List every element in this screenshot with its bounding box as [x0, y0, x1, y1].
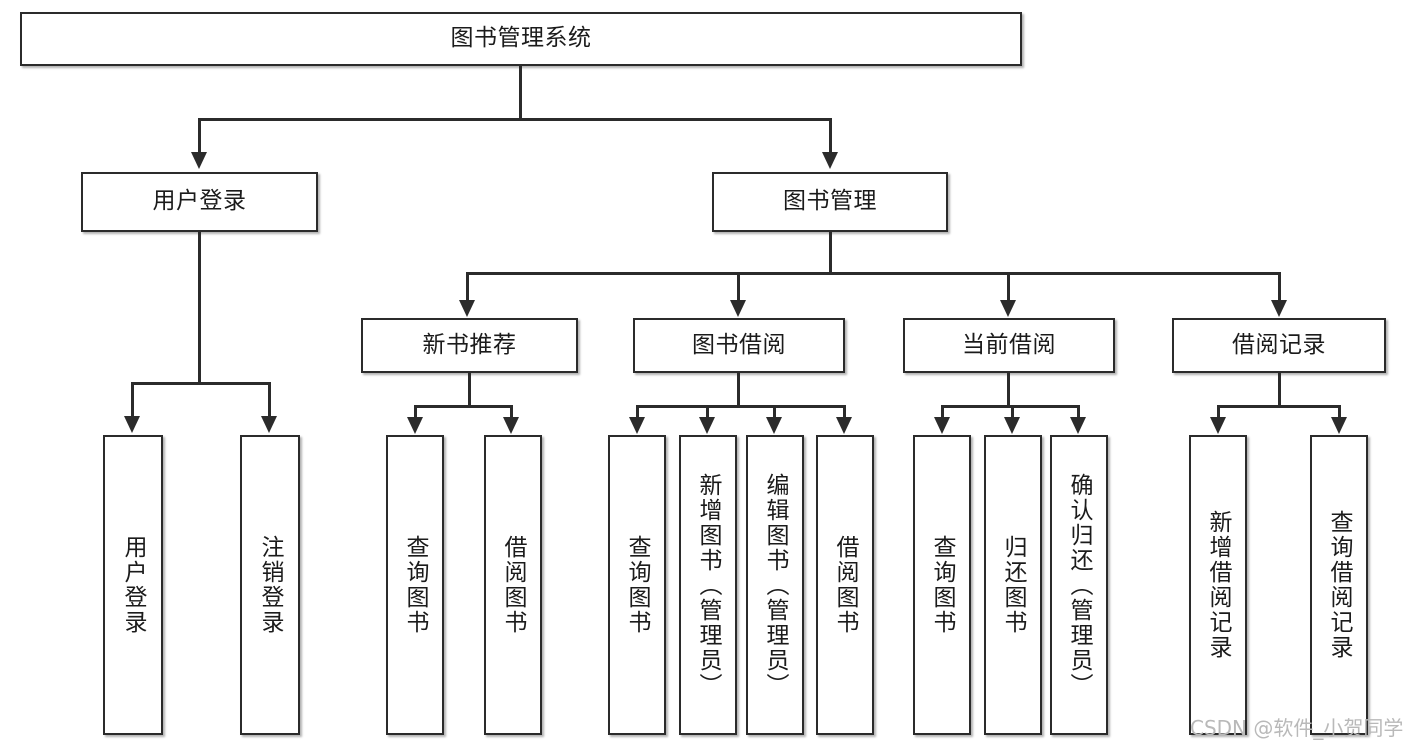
edge-nbr-bus — [414, 405, 513, 408]
node-label: 确认归还（管理员） — [1066, 472, 1093, 698]
csdn-watermark: CSDN @软件_小贺同学 — [1190, 716, 1404, 740]
arrow-nbr-to-borrow-book — [503, 417, 519, 434]
edge-bm-drop-3 — [1007, 272, 1010, 302]
node-label: 图书借阅 — [692, 331, 786, 358]
node-leaf-query-borrow-record[interactable]: 查询借阅记录 — [1310, 435, 1368, 735]
node-label: 当前借阅 — [962, 331, 1056, 358]
node-label: 新增借阅记录 — [1205, 510, 1232, 660]
edge-bb-drop-1 — [636, 405, 639, 419]
node-label: 编辑图书（管理员） — [762, 472, 789, 698]
edge-nbr-drop-2 — [510, 405, 513, 419]
node-label: 查询图书 — [624, 535, 651, 635]
edge-nbr-drop-1 — [414, 405, 417, 419]
edge-br-drop-2 — [1338, 405, 1341, 419]
node-leaf-logout[interactable]: 注销登录 — [240, 435, 300, 735]
edge-bb-stem — [737, 373, 740, 408]
edge-cb-bus — [941, 405, 1078, 408]
arrow-bm-to-new-book-recommend — [459, 300, 475, 317]
arrow-cb-to-query-book — [934, 417, 950, 434]
edge-br-stem — [1278, 373, 1281, 408]
node-current-borrow[interactable]: 当前借阅 — [903, 318, 1115, 373]
edge-root-bus — [198, 118, 832, 121]
node-borrow-record[interactable]: 借阅记录 — [1172, 318, 1386, 373]
edge-book-management-bus — [466, 272, 1281, 275]
arrow-root-to-book-management — [822, 152, 838, 169]
arrow-bb-to-query-book — [629, 417, 645, 434]
node-leaf-add-borrow-record[interactable]: 新增借阅记录 — [1189, 435, 1247, 735]
node-label: 用户登录 — [152, 188, 247, 215]
arrow-bb-to-edit-book — [766, 417, 782, 434]
arrow-bm-to-current-borrow — [1000, 300, 1016, 317]
node-leaf-return-book[interactable]: 归还图书 — [984, 435, 1042, 735]
node-label: 归还图书 — [1000, 535, 1027, 635]
edge-cb-stem — [1007, 373, 1010, 408]
node-book-management[interactable]: 图书管理 — [712, 172, 948, 232]
edge-bb-drop-2 — [706, 405, 709, 419]
node-label: 新增图书（管理员） — [695, 472, 722, 698]
node-new-book-recommend[interactable]: 新书推荐 — [361, 318, 578, 373]
edge-bm-drop-2 — [737, 272, 740, 302]
arrow-nbr-to-query-book — [407, 417, 423, 434]
node-leaf-query-book-bb[interactable]: 查询图书 — [608, 435, 666, 735]
arrow-br-to-query-record — [1331, 417, 1347, 434]
arrow-bb-to-borrow-book — [836, 417, 852, 434]
edge-root-drop-right — [829, 118, 832, 154]
node-leaf-query-book-nbr[interactable]: 查询图书 — [386, 435, 444, 735]
node-label: 注销登录 — [257, 535, 284, 635]
arrow-user-login-to-login — [124, 416, 140, 433]
arrow-bm-to-book-borrow — [730, 300, 746, 317]
node-label: 借阅图书 — [500, 535, 527, 635]
node-user-login[interactable]: 用户登录 — [81, 172, 318, 232]
edge-root-stem — [519, 66, 522, 120]
node-label: 查询图书 — [929, 535, 956, 635]
edge-bb-drop-3 — [773, 405, 776, 419]
edge-br-bus — [1217, 405, 1341, 408]
node-label: 图书管理 — [783, 188, 877, 215]
edge-bb-drop-4 — [843, 405, 846, 419]
edge-user-login-drop-2 — [268, 382, 271, 418]
node-leaf-query-book-cb[interactable]: 查询图书 — [913, 435, 971, 735]
node-label: 查询借阅记录 — [1326, 510, 1353, 660]
edge-nbr-stem — [468, 373, 471, 408]
node-label: 用户登录 — [120, 535, 147, 635]
edge-br-drop-1 — [1217, 405, 1220, 419]
arrow-cb-to-return-book — [1004, 417, 1020, 434]
edge-user-login-stem — [198, 232, 201, 385]
node-root-book-management-system[interactable]: 图书管理系统 — [20, 12, 1022, 66]
edge-user-login-bus — [131, 382, 271, 385]
node-leaf-confirm-return-admin[interactable]: 确认归还（管理员） — [1050, 435, 1108, 735]
edge-root-drop-left — [198, 118, 201, 154]
node-label: 查询图书 — [402, 535, 429, 635]
node-label: 新书推荐 — [422, 331, 517, 358]
arrow-bm-to-borrow-record — [1271, 300, 1287, 317]
arrow-cb-to-confirm-return — [1070, 417, 1086, 434]
arrow-br-to-add-record — [1210, 417, 1226, 434]
node-leaf-add-book-admin[interactable]: 新增图书（管理员） — [679, 435, 737, 735]
node-label: 图书管理系统 — [450, 25, 592, 52]
edge-cb-drop-2 — [1011, 405, 1014, 419]
edge-bb-bus — [636, 405, 845, 408]
node-book-borrow[interactable]: 图书借阅 — [633, 318, 845, 373]
node-leaf-edit-book-admin[interactable]: 编辑图书（管理员） — [746, 435, 804, 735]
edge-cb-drop-3 — [1077, 405, 1080, 419]
node-leaf-borrow-book-nbr[interactable]: 借阅图书 — [484, 435, 542, 735]
edge-bm-drop-1 — [466, 272, 469, 302]
arrow-root-to-user-login — [191, 152, 207, 169]
arrow-user-login-to-logout — [261, 416, 277, 433]
edge-user-login-drop-1 — [131, 382, 134, 418]
edge-bm-drop-4 — [1278, 272, 1281, 302]
node-label: 借阅图书 — [832, 535, 859, 635]
edge-cb-drop-1 — [941, 405, 944, 419]
edge-book-management-stem — [829, 232, 832, 274]
node-leaf-borrow-book-bb[interactable]: 借阅图书 — [816, 435, 874, 735]
arrow-bb-to-add-book — [699, 417, 715, 434]
node-leaf-user-login[interactable]: 用户登录 — [103, 435, 163, 735]
node-label: 借阅记录 — [1232, 331, 1326, 358]
